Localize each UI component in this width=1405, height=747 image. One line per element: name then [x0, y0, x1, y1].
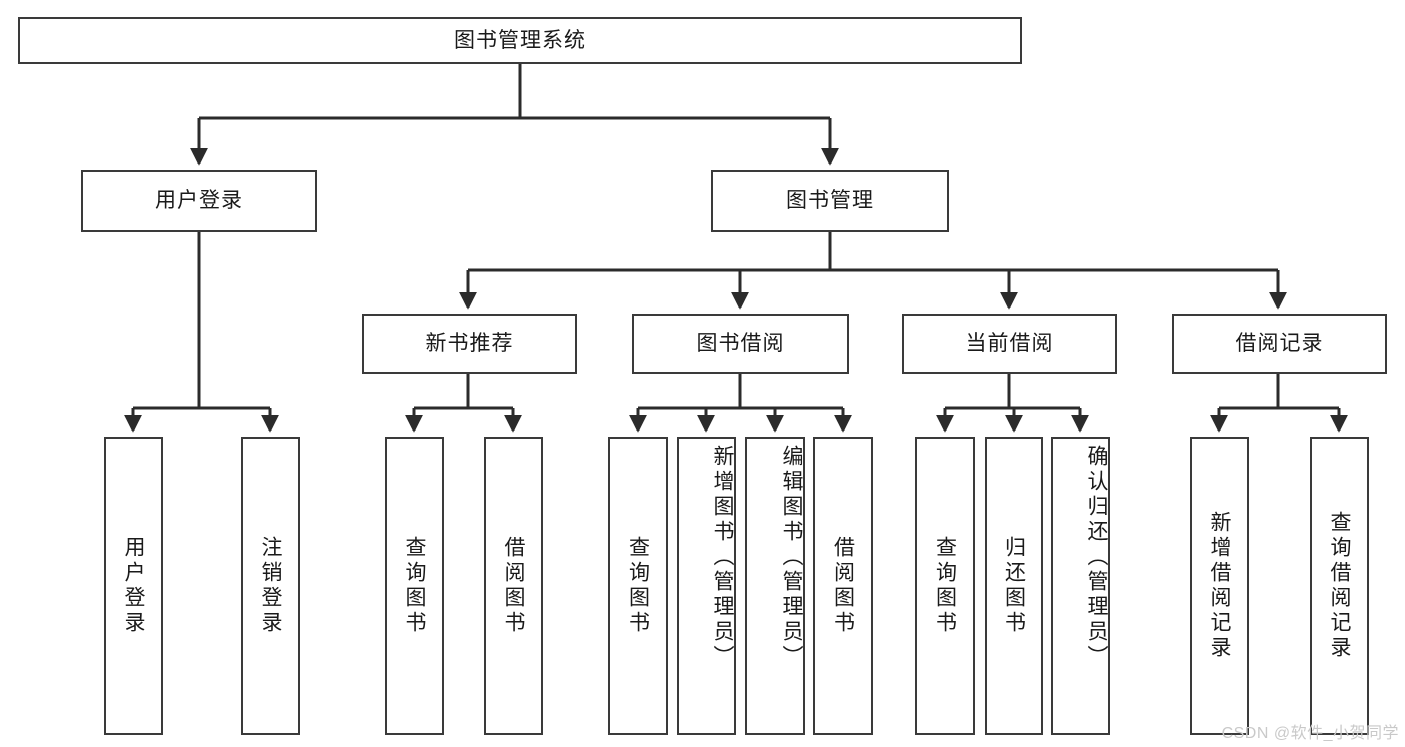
leaf-query-book-current[interactable]: 查询图书 [915, 437, 975, 735]
leaf-borrow-book-recommend-label: 借阅图书 [502, 536, 526, 636]
leaf-user-login-label: 用户登录 [122, 536, 146, 636]
node-current-borrow-label: 当前借阅 [965, 332, 1054, 356]
node-root[interactable]: 图书管理系统 [18, 17, 1022, 64]
leaf-user-logout-label: 注销登录 [259, 536, 283, 636]
node-user-login-label: 用户登录 [155, 189, 243, 213]
leaf-user-login[interactable]: 用户登录 [104, 437, 163, 735]
node-new-book-recommend[interactable]: 新书推荐 [362, 314, 577, 374]
leaf-add-book-admin[interactable]: 新增图书（管理员） [677, 437, 736, 735]
node-book-borrow[interactable]: 图书借阅 [632, 314, 849, 374]
leaf-query-book-recommend-label: 查询图书 [403, 536, 427, 636]
leaf-add-borrow-record[interactable]: 新增借阅记录 [1190, 437, 1249, 735]
leaf-user-logout[interactable]: 注销登录 [241, 437, 300, 735]
leaf-add-borrow-record-label: 新增借阅记录 [1208, 511, 1232, 661]
leaf-query-borrow-record-label: 查询借阅记录 [1328, 511, 1352, 661]
leaf-query-borrow-record[interactable]: 查询借阅记录 [1310, 437, 1369, 735]
node-borrow-record[interactable]: 借阅记录 [1172, 314, 1387, 374]
leaf-borrow-book-recommend[interactable]: 借阅图书 [484, 437, 543, 735]
node-new-book-recommend-label: 新书推荐 [425, 332, 514, 356]
leaf-confirm-return-admin[interactable]: 确认归还（管理员） [1051, 437, 1110, 735]
leaf-query-book-current-label: 查询图书 [933, 536, 957, 636]
leaf-return-book[interactable]: 归还图书 [985, 437, 1043, 735]
leaf-confirm-return-admin-label: 确认归还（管理员） [1085, 445, 1108, 670]
leaf-borrow-book-label: 借阅图书 [831, 536, 855, 636]
node-borrow-record-label: 借阅记录 [1235, 332, 1324, 356]
node-book-management[interactable]: 图书管理 [711, 170, 949, 232]
leaf-borrow-book[interactable]: 借阅图书 [813, 437, 873, 735]
node-book-management-label: 图书管理 [786, 189, 874, 213]
leaf-query-book-recommend[interactable]: 查询图书 [385, 437, 444, 735]
node-root-label: 图书管理系统 [454, 28, 586, 52]
node-user-login[interactable]: 用户登录 [81, 170, 317, 232]
leaf-query-book-borrow[interactable]: 查询图书 [608, 437, 668, 735]
node-current-borrow[interactable]: 当前借阅 [902, 314, 1117, 374]
watermark-text: CSDN @软件_小贺同学 [1221, 725, 1399, 742]
leaf-edit-book-admin-label: 编辑图书（管理员） [780, 445, 803, 670]
node-book-borrow-label: 图书借阅 [696, 332, 785, 356]
leaf-query-book-borrow-label: 查询图书 [626, 536, 650, 636]
leaf-return-book-label: 归还图书 [1002, 536, 1026, 636]
leaf-add-book-admin-label: 新增图书（管理员） [711, 445, 734, 670]
leaf-edit-book-admin[interactable]: 编辑图书（管理员） [745, 437, 805, 735]
